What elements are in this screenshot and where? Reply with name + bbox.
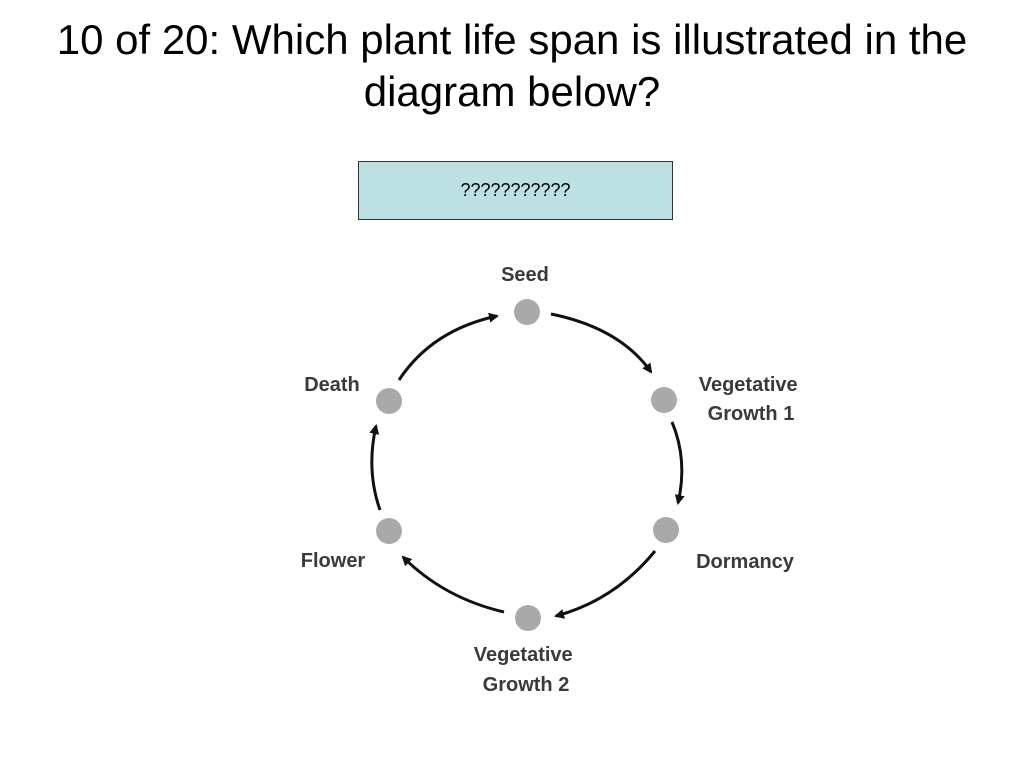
title-line-1: 10 of 20: Which plant life span is illus… bbox=[56, 16, 968, 63]
arrow-seed-to-vegetative-growth-1 bbox=[550, 312, 653, 374]
arrow-death-to-seed bbox=[397, 312, 499, 381]
stage-node-death bbox=[376, 388, 402, 414]
arrow-flower-to-death bbox=[369, 424, 382, 511]
stage-label-vegetative-growth-1: Vegetative Growth 1 bbox=[699, 374, 804, 425]
answer-box: ??????????? bbox=[358, 161, 673, 220]
arrow-vegetative-growth-1-to-dormancy bbox=[670, 421, 685, 505]
answer-text: ??????????? bbox=[460, 180, 571, 200]
stage-label-vegetative-growth-2: Vegetative Growth 2 bbox=[474, 644, 579, 696]
arrow-dormancy-to-vegetative-growth-2 bbox=[554, 550, 657, 619]
stage-node-dormancy bbox=[653, 517, 679, 543]
stage-node-vegetative-growth-1 bbox=[651, 387, 677, 413]
stage-node-flower bbox=[376, 518, 402, 544]
stage-label-vegetative-growth-1-line-1: Vegetative bbox=[699, 374, 798, 396]
stage-node-vegetative-growth-2 bbox=[515, 605, 541, 631]
stage-label-seed: Seed bbox=[501, 264, 549, 286]
arrow-vegetative-growth-2-to-flower bbox=[401, 555, 505, 614]
stage-label-vegetative-growth-2-line-2: Growth 2 bbox=[483, 674, 570, 696]
stage-label-death: Death bbox=[304, 374, 360, 396]
stage-label-dormancy: Dormancy bbox=[696, 551, 795, 573]
stage-label-flower: Flower bbox=[301, 550, 366, 572]
slide-title: 10 of 20: Which plant life span is illus… bbox=[0, 14, 1024, 118]
stage-label-vegetative-growth-1-line-2: Growth 1 bbox=[708, 403, 795, 425]
stage-node-seed bbox=[514, 299, 540, 325]
title-line-2: diagram below? bbox=[363, 68, 661, 115]
stage-label-vegetative-growth-2-line-1: Vegetative bbox=[474, 644, 573, 666]
